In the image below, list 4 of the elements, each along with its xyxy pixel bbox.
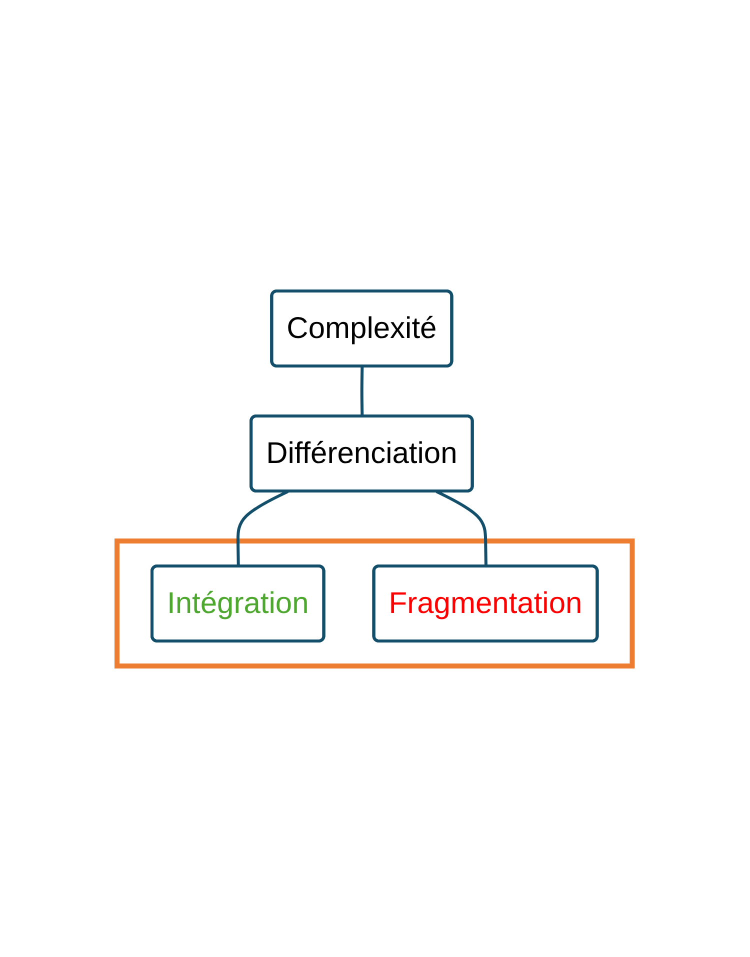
connector bbox=[360, 366, 364, 417]
connector bbox=[236, 490, 289, 567]
connector bbox=[436, 490, 488, 567]
cluster bbox=[114, 538, 636, 668]
